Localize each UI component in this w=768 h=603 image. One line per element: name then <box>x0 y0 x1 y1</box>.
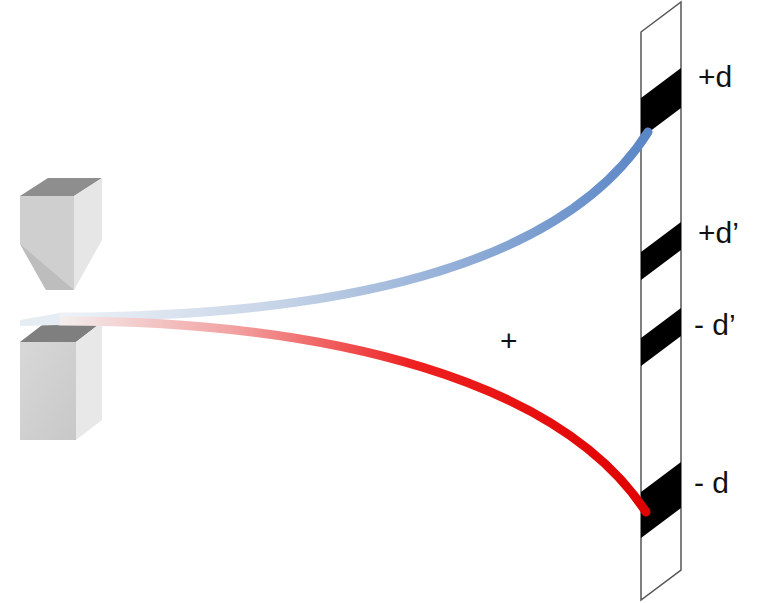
beam-up <box>60 132 648 317</box>
sign-label: + <box>500 326 518 356</box>
deflection-label: - d <box>694 468 729 498</box>
magnet-pole <box>20 322 102 440</box>
deflection-label: - d’ <box>694 310 736 340</box>
magnet-pole <box>20 178 102 290</box>
deflection-label: +d <box>698 62 732 92</box>
deflection-label: +d’ <box>698 218 739 248</box>
beam-source <box>20 313 60 326</box>
beam-down <box>60 321 646 512</box>
